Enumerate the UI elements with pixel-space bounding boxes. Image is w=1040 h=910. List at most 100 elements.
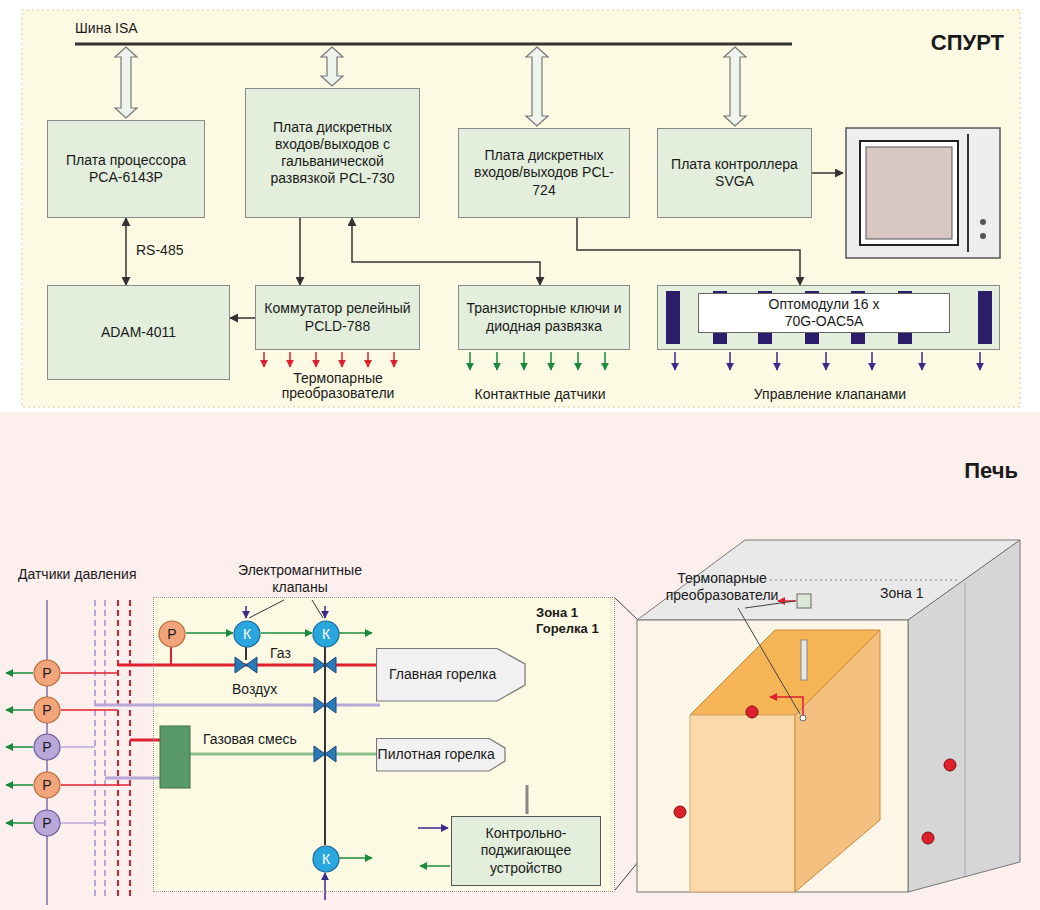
monitor-symbol bbox=[846, 128, 1000, 258]
pressure-line bbox=[94, 600, 96, 900]
callout-label: Термопарные преобразователи bbox=[657, 570, 787, 604]
valve-actuator bbox=[245, 606, 247, 618]
main-burner: Главная горелка bbox=[376, 648, 526, 702]
connector bbox=[125, 218, 127, 285]
circle-outline bbox=[313, 846, 339, 872]
circle-outline bbox=[34, 734, 60, 760]
pressure-line bbox=[6, 746, 33, 748]
signal-arrow bbox=[674, 352, 676, 370]
medium-label: Газовая смесь bbox=[203, 731, 297, 748]
node-label: ADAM-4011 bbox=[101, 324, 176, 341]
signal-arrow bbox=[496, 352, 498, 370]
zone-label: Зона 1 bbox=[880, 585, 923, 602]
zone-title: Зона 1 Горелка 1 bbox=[536, 605, 610, 637]
node-label: Главная горелка bbox=[389, 666, 496, 683]
pressure-sensor: Р bbox=[33, 771, 61, 799]
monitor-symbol bbox=[812, 172, 843, 174]
pressure-sensor: Р bbox=[33, 696, 61, 724]
furnace-drawing bbox=[922, 832, 934, 844]
furnace-drawing bbox=[800, 715, 806, 721]
furnace-drawing bbox=[637, 540, 1020, 892]
circle-outline bbox=[34, 772, 60, 798]
panel-ground bbox=[0, 10, 1040, 910]
optomodule-label-box: Оптомодули 16 x 70G-OAC5A bbox=[698, 293, 950, 333]
medium-label: Газ bbox=[270, 645, 291, 662]
furnace-drawing bbox=[674, 806, 686, 818]
gas-pipe bbox=[130, 739, 162, 742]
furnace-drawing bbox=[801, 640, 807, 680]
pressure-line bbox=[61, 673, 130, 823]
pressure-line bbox=[61, 672, 118, 674]
bus-connector bbox=[526, 47, 548, 126]
connector bbox=[299, 218, 301, 285]
io-board: Плата дискретных входов/выходов с гальва… bbox=[245, 88, 420, 218]
pressure-line bbox=[129, 600, 131, 900]
igniter-box: Контрольно-поджигающее устройство bbox=[451, 816, 601, 886]
igniter-wires bbox=[420, 865, 450, 867]
valve-actuator bbox=[339, 632, 372, 634]
connector-label: RS-485 bbox=[134, 242, 185, 259]
monitor-symbol bbox=[980, 233, 986, 239]
valve-symbol bbox=[246, 657, 257, 673]
signal-arrow bbox=[825, 352, 827, 370]
node-label: Плата контроллера SVGA bbox=[664, 156, 805, 190]
valve-coil: К bbox=[312, 620, 340, 648]
furnace-drawing bbox=[746, 706, 758, 718]
circle-outline bbox=[34, 810, 60, 836]
signal-arrow bbox=[367, 352, 369, 367]
monitor-symbol bbox=[980, 219, 986, 225]
node-label: Плата дискретных входов/выходов PCL-724 bbox=[465, 147, 623, 198]
valve-symbol bbox=[314, 697, 325, 713]
callout-label: Электромагнитные клапаны bbox=[225, 562, 375, 596]
pressure-line bbox=[104, 600, 106, 900]
furnace-drawing bbox=[795, 630, 880, 892]
io-board: Плата дискретных входов/выходов PCL-724 bbox=[458, 128, 630, 218]
zone-leader bbox=[615, 598, 638, 620]
burner-outline bbox=[377, 739, 506, 772]
valve-symbol bbox=[235, 657, 246, 673]
node-label: К bbox=[243, 627, 251, 641]
pressure-line bbox=[61, 784, 130, 786]
signal-arrow bbox=[393, 352, 395, 367]
node-label: Р bbox=[42, 816, 51, 830]
bus-connector bbox=[115, 47, 746, 126]
signal-arrow bbox=[979, 352, 981, 370]
gas-pipe bbox=[190, 753, 380, 756]
pressure-line bbox=[6, 709, 33, 711]
circle-outline bbox=[34, 660, 60, 686]
node-label: Оптомодули 16 x 70G-OAC5A bbox=[754, 296, 894, 330]
panel-title: Печь bbox=[964, 458, 1018, 485]
node-label: Плата процессора PCA-6143P bbox=[54, 152, 198, 186]
isa-bus bbox=[75, 43, 792, 46]
pressure-sensor: Р bbox=[158, 620, 186, 648]
signal-arrow bbox=[729, 352, 731, 370]
node-label: Транзисторные ключи и диодная развязка bbox=[465, 300, 623, 334]
furnace-drawing bbox=[944, 759, 956, 771]
pressure-line bbox=[6, 784, 33, 786]
system-panel: СПУРТПлата процессора PCA-6143PПлата дис… bbox=[22, 10, 1020, 407]
monitor-symbol bbox=[866, 147, 952, 239]
optocoupler-bar bbox=[666, 291, 680, 344]
valve-actuator bbox=[324, 873, 326, 900]
gas-pipe bbox=[95, 646, 380, 788]
signal-label: Управление клапанами bbox=[730, 386, 930, 403]
pressure-line bbox=[117, 600, 119, 900]
signal-arrow bbox=[604, 352, 606, 370]
furnace-drawing bbox=[637, 620, 908, 892]
valve-actuator bbox=[246, 600, 372, 900]
pressure-line bbox=[6, 672, 33, 674]
valve-symbol bbox=[325, 657, 336, 673]
signal-arrow bbox=[315, 352, 317, 367]
furnace-drawing bbox=[690, 715, 795, 892]
furnace-panel: ПечьЗона 1 Горелка 1РККГлавная горелкаПи… bbox=[0, 412, 1040, 910]
furnace-drawing bbox=[965, 582, 966, 876]
node-label: Р bbox=[42, 740, 51, 754]
signal-arrow bbox=[921, 352, 923, 370]
node-label: Р bbox=[167, 627, 176, 641]
node-label: Коммутатор релейный PCLD-788 bbox=[262, 300, 413, 334]
adc-module: ADAM-4011 bbox=[47, 285, 230, 380]
signal-arrow bbox=[523, 352, 525, 370]
signal-label: Контактные датчики bbox=[450, 386, 630, 403]
node-label: Плата дискретных входов/выходов с гальва… bbox=[252, 119, 413, 187]
